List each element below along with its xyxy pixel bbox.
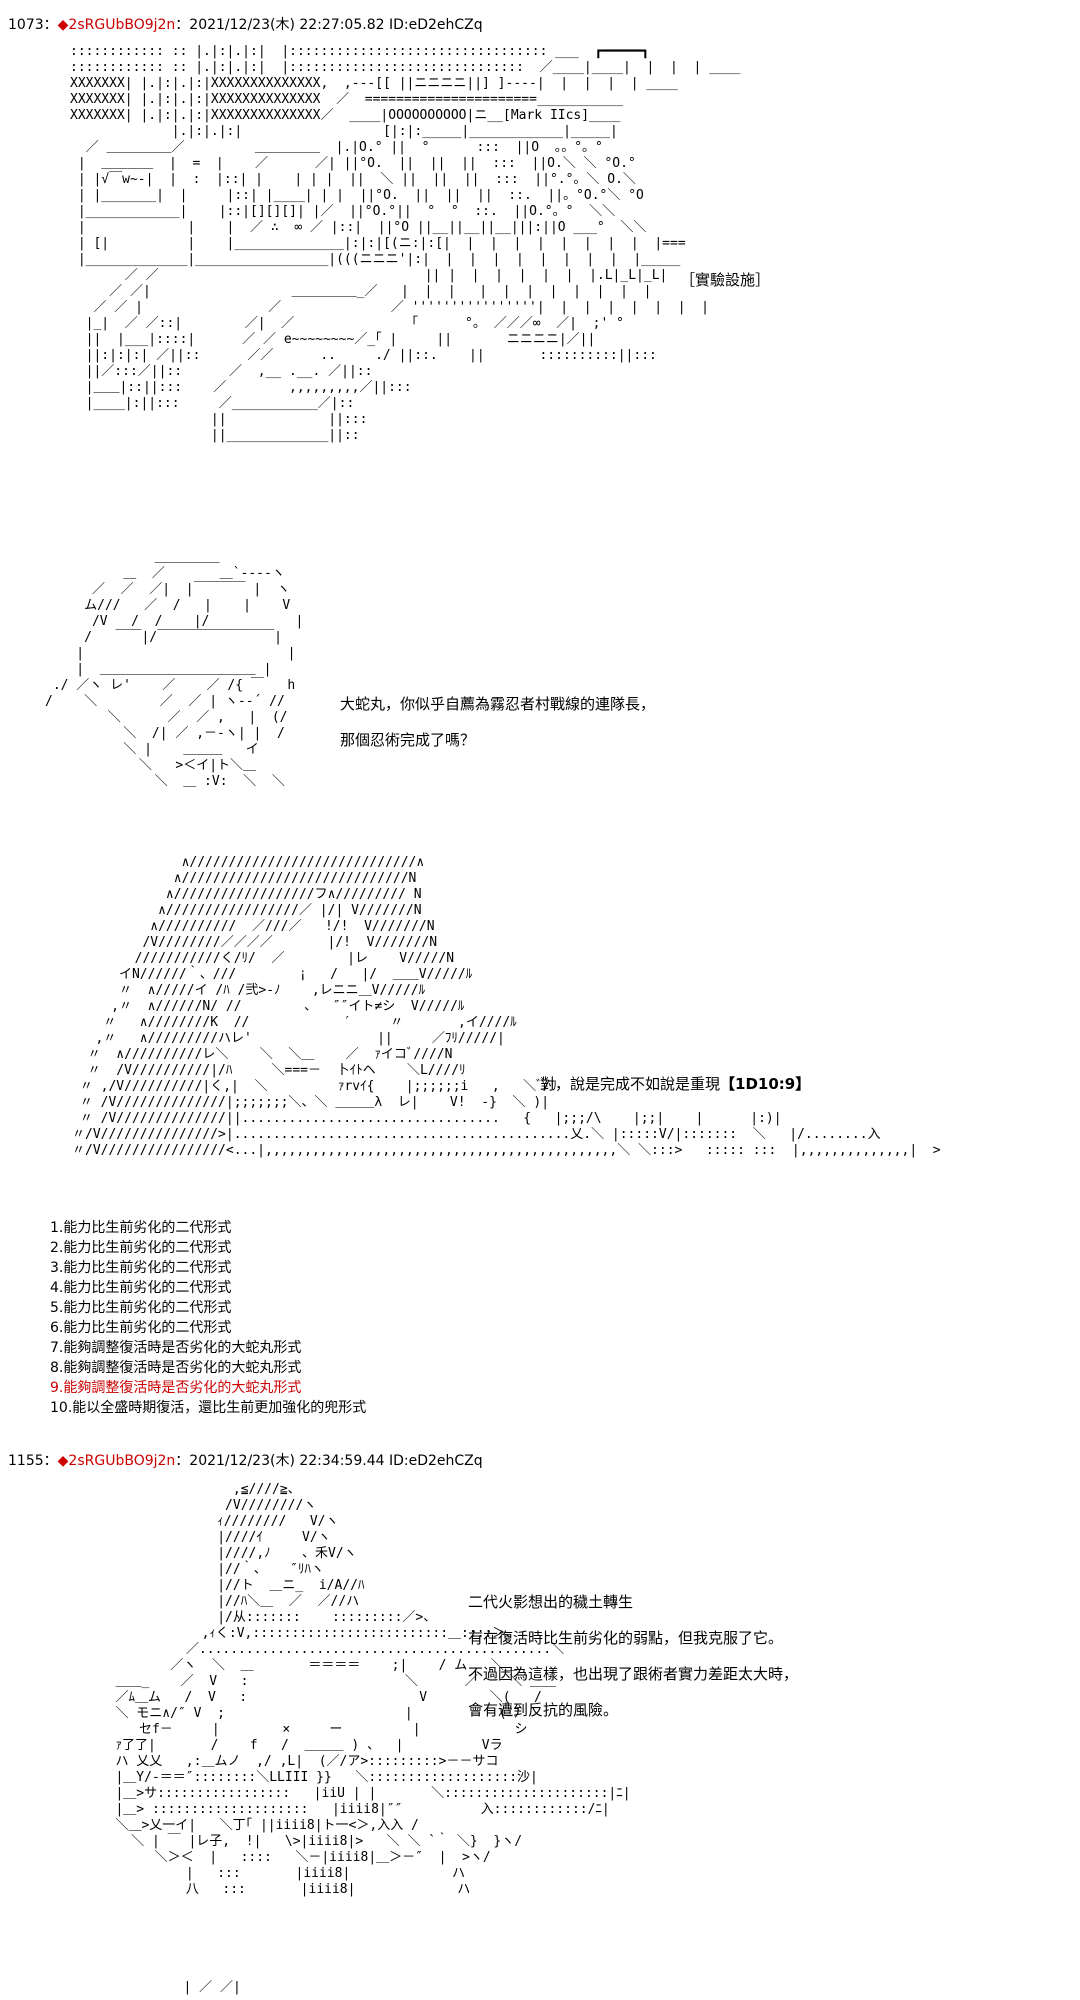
option-item-8: 8.能夠調整復活時是否劣化的大蛇丸形式: [50, 1360, 302, 1376]
dialog-3-line-4: 會有遭到反抗的風險。: [468, 1701, 619, 1719]
trip-diamond-icon: ◆: [57, 17, 69, 33]
dialog-1: 大蛇丸，你似乎自薦為霧忍者村戰線的連隊長， 那個忍術完成了嗎？: [340, 686, 655, 758]
post-meta: ：2021/12/23(木) 22:27:05.82 ID:eD2ehCZq: [175, 17, 483, 33]
option-item-9-selected: 9.能夠調整復活時是否劣化的大蛇丸形式: [50, 1380, 302, 1396]
option-item-1: 1.能力比生前劣化的二代形式: [50, 1220, 232, 1236]
scene-caption: ［實驗設施］: [680, 271, 771, 289]
dialog-1-line-2: 那個忍術完成了嗎？: [340, 731, 476, 749]
dialog-2-text: 對，說是完成不如說是重現: [540, 1075, 721, 1093]
character-art-2: ∧/////////////////////////////∧ ∧///////…: [72, 855, 941, 1158]
post-sep: ：: [43, 1453, 58, 1469]
dice-result: 【1D10:9】: [720, 1075, 811, 1093]
options-list: 1.能力比生前劣化的二代形式 2.能力比生前劣化的二代形式 3.能力比生前劣化的…: [50, 1218, 366, 1418]
dialog-2: 對，說是完成不如說是重現【1D10:9】: [540, 1066, 810, 1102]
option-item-2: 2.能力比生前劣化的二代形式: [50, 1240, 232, 1256]
trip-code: 2sRGUbBO9j2n: [68, 17, 176, 33]
post-number: 1073: [8, 17, 44, 33]
dialog-1-line-1: 大蛇丸，你似乎自薦為霧忍者村戰線的連隊長，: [340, 695, 656, 713]
option-item-3: 3.能力比生前劣化的二代形式: [50, 1260, 232, 1276]
option-item-10: 10.能以全盛時期復活，還比生前更加強化的兜形式: [50, 1400, 367, 1416]
option-item-7: 7.能夠調整復活時是否劣化的大蛇丸形式: [50, 1340, 302, 1356]
post-number: 1155: [8, 1453, 44, 1469]
trip-diamond-icon: ◆: [57, 1453, 69, 1469]
dialog-3-line-1: 二代火影想出的穢土轉生: [468, 1593, 634, 1611]
lab-scene-art: :::::::::::: :: |.|:|.|:| |:::::::::::::…: [70, 44, 741, 443]
dialog-2-line: 對，說是完成不如說是重現【1D10:9】: [540, 1066, 810, 1102]
dialog-3-line-2: 有在復活時比生前劣化的弱點，但我克服了它。: [468, 1629, 784, 1647]
post-sep: ：: [43, 17, 58, 33]
trip-code: 2sRGUbBO9j2n: [68, 1453, 176, 1469]
character-art-1: ＿＿＿＿＿ ＿ ／ ＿`----ヽ ／ ／ ／| |￣￣￣￣ | ヽ ム/// …: [45, 550, 304, 789]
option-item-6: 6.能力比生前劣化的二代形式: [50, 1320, 232, 1336]
character-art-4-partial: | ／ ／|: [160, 1980, 241, 1995]
post-meta: ：2021/12/23(木) 22:34:59.44 ID:eD2ehCZq: [175, 1453, 483, 1469]
option-item-4: 4.能力比生前劣化的二代形式: [50, 1280, 232, 1296]
option-item-5: 5.能力比生前劣化的二代形式: [50, 1300, 232, 1316]
dialog-3-line-3: 不過因為這樣，也出現了跟術者實力差距太大時，: [468, 1665, 799, 1683]
character-art-3: ,≦////≧、 /V////////ヽ ｨ//////// V/ヽ |////…: [115, 1482, 631, 1897]
post-header-1155: 1155：◆2sRGUbBO9j2n：2021/12/23(木) 22:34:5…: [8, 1450, 483, 1470]
post-header-1073: 1073：◆2sRGUbBO9j2n：2021/12/23(木) 22:27:0…: [8, 14, 483, 34]
dialog-3: 二代火影想出的穢土轉生 有在復活時比生前劣化的弱點，但我克服了它。 不過因為這樣…: [468, 1584, 798, 1728]
